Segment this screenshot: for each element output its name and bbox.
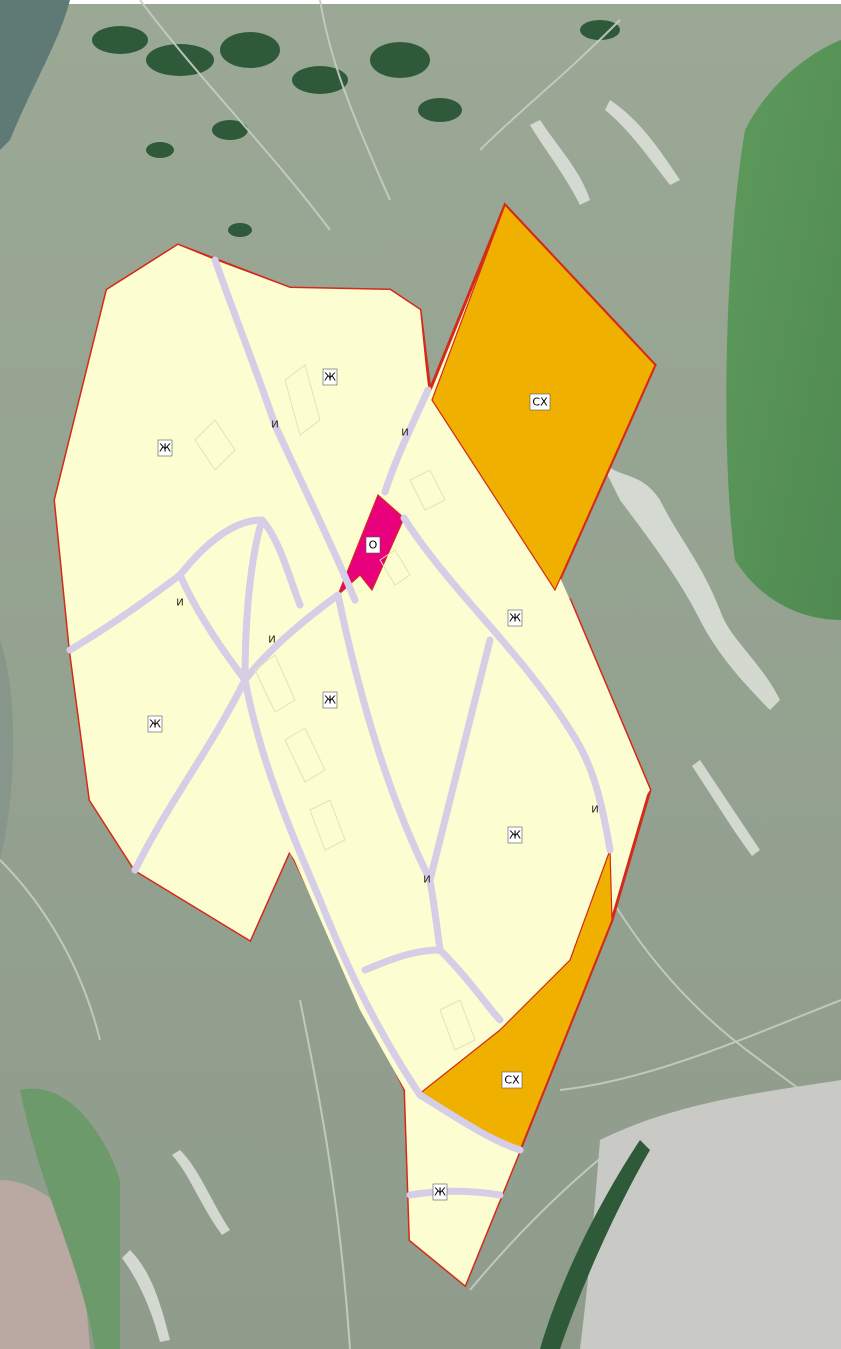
zone-code-text: О xyxy=(369,539,378,552)
internal-road xyxy=(416,1091,524,1154)
zone-code-text: Ж xyxy=(149,718,161,731)
zone-label-box xyxy=(529,393,551,411)
building-outline xyxy=(254,654,296,713)
building-outline xyxy=(379,549,411,586)
zone-code-text: СХ xyxy=(532,396,548,409)
zone-code-text: Ж xyxy=(324,694,336,707)
zone-code-text: Ж xyxy=(434,1186,446,1199)
internal-road xyxy=(334,591,444,954)
zone-label-box xyxy=(147,715,163,733)
zone-label-res-center: Ж xyxy=(322,691,338,709)
internal-road xyxy=(406,1187,504,1199)
zone-label-box xyxy=(365,536,381,554)
building-outline xyxy=(284,727,326,783)
zone-res-w[interactable] xyxy=(70,520,300,870)
zone-label-box xyxy=(507,609,523,627)
internal-road xyxy=(241,591,342,684)
road-label: И xyxy=(591,805,598,816)
road-label: И xyxy=(423,875,430,886)
road-label: И xyxy=(271,420,278,431)
zone-label-res-w: Ж xyxy=(147,715,163,733)
road-label: И xyxy=(176,598,183,609)
zone-label-agr-ne: СХ xyxy=(529,393,551,411)
internal-road xyxy=(131,676,249,874)
internal-road xyxy=(176,571,249,684)
internal-road xyxy=(211,256,359,604)
zone-label-res-nw: Ж xyxy=(157,439,173,457)
internal-road xyxy=(361,946,504,1024)
building-outlines xyxy=(194,364,476,1051)
labels-layer: Ж Ж Ж Ж Ж Ж Ж СХ СХ О И И И И И И xyxy=(147,368,599,1201)
zone-code-text: Ж xyxy=(509,829,521,842)
zone-code-text: Ж xyxy=(509,612,521,625)
zone-label-res-se: Ж xyxy=(507,826,523,844)
internal-road xyxy=(241,516,266,684)
zone-label-agr-s: СХ xyxy=(501,1071,523,1089)
internal-road xyxy=(400,514,614,854)
internal-road xyxy=(241,676,424,1099)
internal-road xyxy=(66,516,304,654)
zone-label-res-s: Ж xyxy=(432,1183,448,1201)
zone-code-text: Ж xyxy=(324,371,336,384)
zone-label-res-e: Ж xyxy=(507,609,523,627)
building-outline xyxy=(284,364,321,436)
zone-res-center[interactable] xyxy=(245,590,440,970)
zone-code-text: Ж xyxy=(159,442,171,455)
internal-road xyxy=(426,636,494,884)
roads-layer xyxy=(66,256,614,1199)
building-outline xyxy=(409,469,446,511)
zone-label-box xyxy=(322,691,338,709)
zone-res-n[interactable] xyxy=(215,260,428,605)
zone-label-res-n: Ж xyxy=(322,368,338,386)
internal-road xyxy=(381,386,432,496)
building-outline xyxy=(309,799,346,851)
building-outline xyxy=(439,999,476,1051)
zone-code-text: СХ xyxy=(504,1074,520,1087)
zone-label-box xyxy=(157,439,173,457)
zone-label-box xyxy=(322,368,338,386)
zone-label-box xyxy=(501,1071,523,1089)
road-label: И xyxy=(268,635,275,646)
zone-label-box xyxy=(432,1183,448,1201)
building-outline xyxy=(194,419,236,471)
zone-label-box xyxy=(507,826,523,844)
zone-res-se[interactable] xyxy=(135,680,500,1095)
zone-label-pub-center: О xyxy=(365,536,381,554)
road-label: И xyxy=(401,428,408,439)
